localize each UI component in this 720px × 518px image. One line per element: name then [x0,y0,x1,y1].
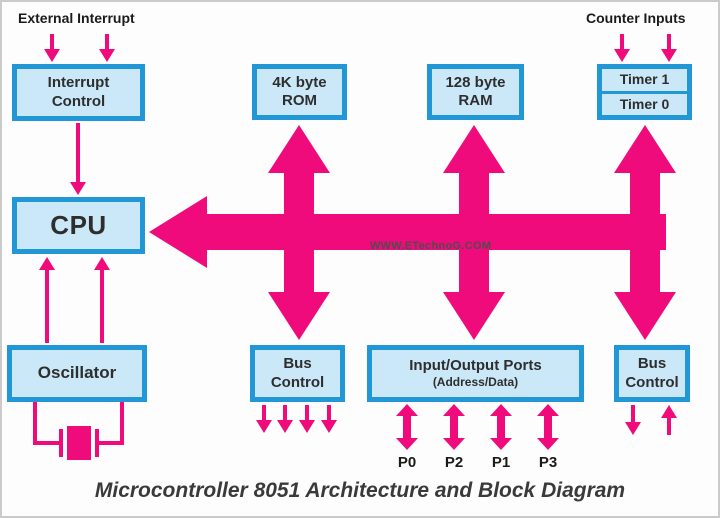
port-p1-double-arrow [490,404,512,450]
bus-control-left-block: Bus Control [250,345,345,402]
timer-bus-double-arrow [614,125,676,340]
counter-input-arrow-2 [661,34,677,62]
cpu-block: CPU [12,197,145,254]
bus-control-right-block: Bus Control [614,345,690,402]
bus-control-right-label-line1: Bus [637,355,667,373]
ram-bus-double-arrow [443,125,505,340]
bus-control-left-output-arrows [256,405,337,433]
port-label-p0: P0 [397,454,417,471]
timer0-cell: Timer 0 [602,90,687,116]
counter-inputs-label: Counter Inputs [586,10,686,26]
external-interrupt-label: External Interrupt [18,10,135,26]
timer1-cell: Timer 1 [619,71,670,88]
diagram-title: Microcontroller 8051 Architecture and Bl… [94,479,626,502]
interrupt-control-block: Interrupt Control [12,64,145,121]
watermark-text: WWW.ETechnoG.COM [370,240,492,252]
port-p0-double-arrow [396,404,418,450]
oscillator-block: Oscillator [7,345,147,402]
port-label-p1: P1 [491,454,511,471]
counter-input-arrow-1 [614,34,630,62]
bus-control-left-label-line1: Bus [283,355,312,373]
oscillator-to-cpu-arrow-1 [39,257,55,343]
ram-label-line1: 128 byte [445,73,506,91]
system-bus-arrow-to-cpu [149,196,666,268]
io-ports-label-line1: Input/Output Ports [409,357,542,375]
bus-control-right-up-arrow [661,405,677,435]
port-label-p2: P2 [444,454,464,471]
cpu-label: CPU [50,209,107,240]
interrupt-control-label-line2: Control [51,92,106,110]
oscillator-label: Oscillator [37,363,117,383]
interrupt-to-cpu-arrow [70,123,86,195]
bus-control-left-label-line2: Control [270,373,325,391]
rom-label-line2: ROM [282,92,317,109]
external-interrupt-arrow-1 [44,34,60,62]
rom-label-line1: 4K byte [272,73,327,91]
ram-block: 128 byte RAM [427,64,524,120]
timer-block: Timer 1 Timer 0 [597,64,692,120]
crystal-oscillator-symbol [33,402,124,460]
interrupt-control-label-line1: Interrupt [47,74,110,92]
rom-bus-double-arrow [268,125,330,340]
io-ports-block: Input/Output Ports (Address/Data) [367,345,584,402]
port-p2-double-arrow [443,404,465,450]
bus-control-right-down-arrow [625,405,641,435]
oscillator-to-cpu-arrow-2 [94,257,110,343]
io-ports-label-line2: (Address/Data) [432,375,519,390]
bus-control-right-label-line2: Control [625,373,679,391]
external-interrupt-arrow-2 [99,34,115,62]
port-label-p3: P3 [538,454,558,471]
port-p3-double-arrow [537,404,559,450]
rom-block: 4K byte ROM [252,64,347,120]
ram-label-line2: RAM [458,92,493,109]
